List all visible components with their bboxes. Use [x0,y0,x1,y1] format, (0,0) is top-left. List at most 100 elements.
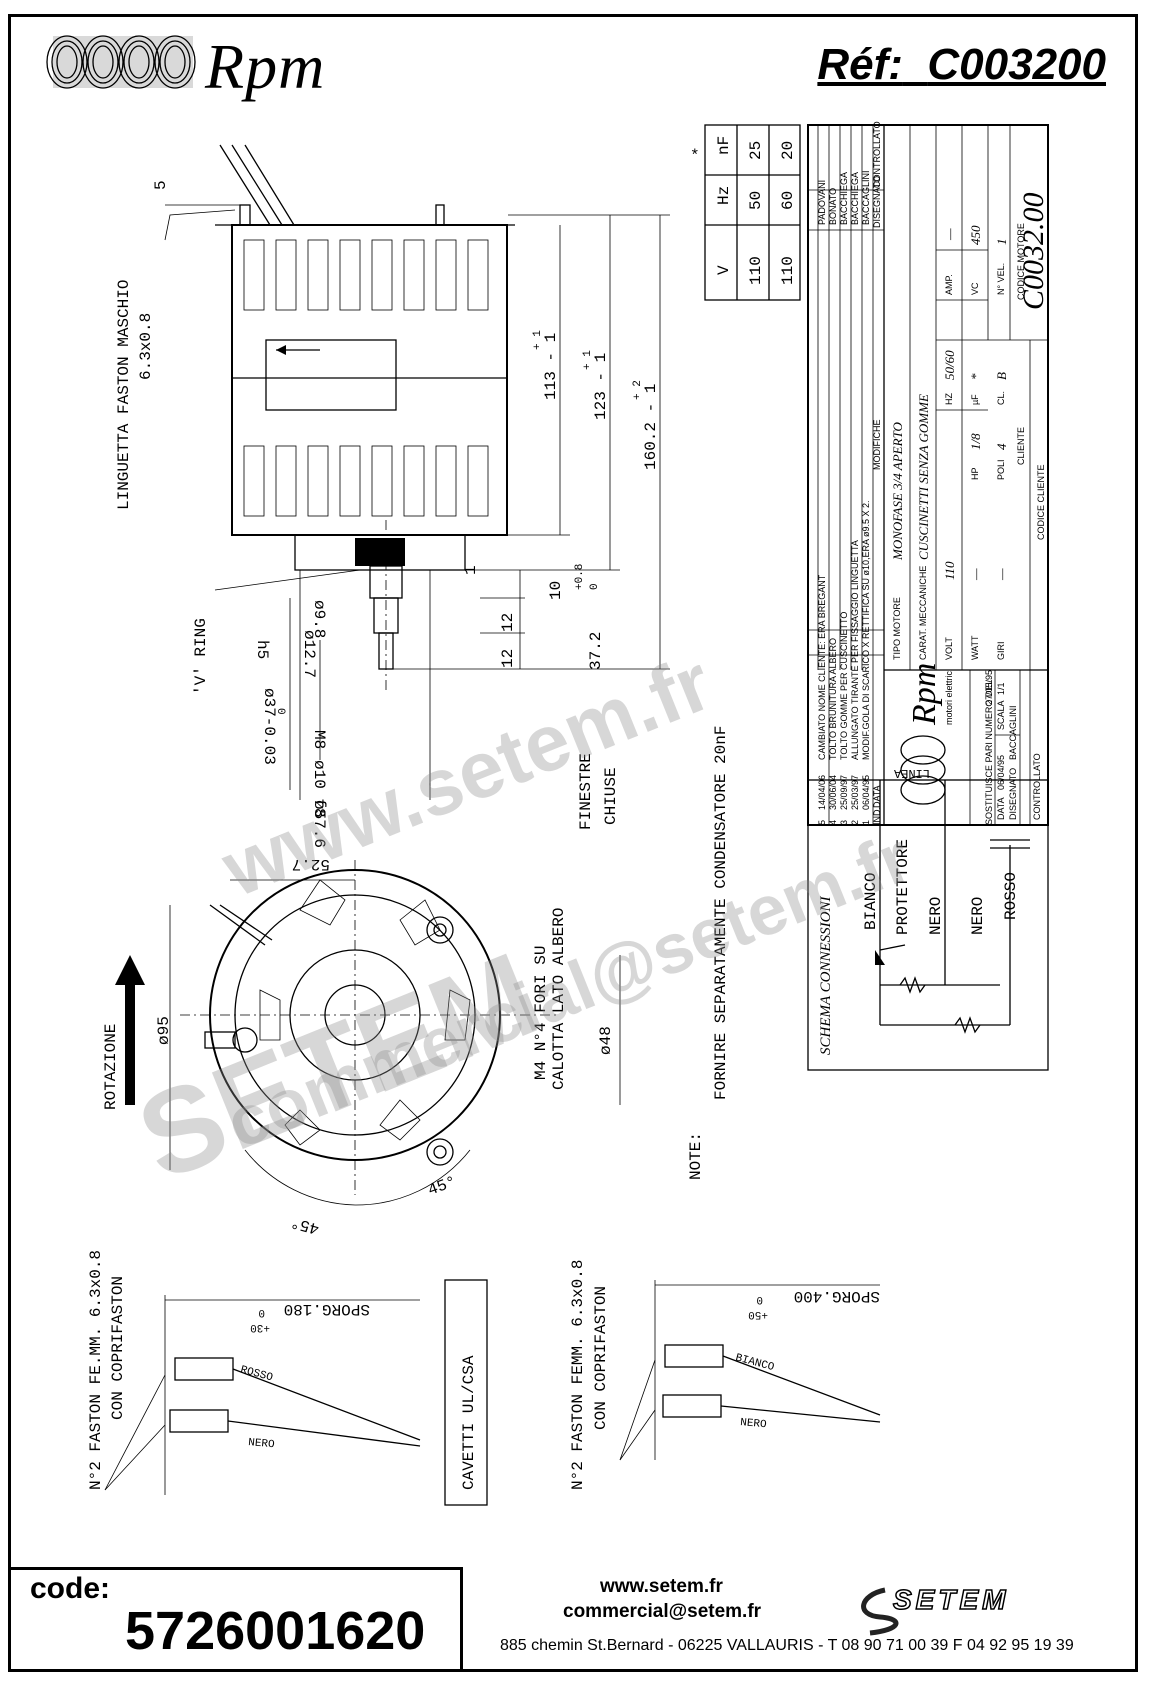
front-view-labels: 52.7 M4 N°4 FORI SU CALOTTA LATO ALBERO … [102,726,730,1238]
freq-header-hz: Hz [715,186,733,205]
schema-bianco: BIANCO [862,872,880,930]
dim-10: 10 [547,581,565,600]
rev-n: 4 [828,820,838,825]
rev-date: 06/04/95 [861,775,871,810]
vel-label: N° VEL. [996,263,1006,295]
rev-head-desc: MODIFICHE [872,420,882,471]
rev-by: BACCHIEGA [850,172,860,225]
dim-37-2-tol2: 0 [589,583,601,590]
dia-12-7: ø12.7 [300,630,318,678]
schema-protettore: PROTETTORE [894,839,912,935]
sostituisce-date: 27/05/95 [984,670,994,705]
rev-head-by-a: DISEGNATO [872,176,882,228]
angle-45-b: 45° [289,1213,321,1238]
title-block-brand: Rpm [906,663,943,726]
wiring-schema: SCHEMA CONNESSIONI LINEA BIANCO PROTETTO… [807,766,1049,1071]
sostituisce-label: SOSTITUISCE PARI NUMERO DEL [984,680,994,825]
rotazione-label: ROTAZIONE [102,1024,120,1110]
dia-48: ø48 [597,1026,615,1055]
rev-n: 2 [850,820,860,825]
footer-mail[interactable]: commercial@setem.fr [563,1601,762,1622]
linguetta-label: LINGUETTA FASTON MASCHIO [115,280,133,510]
fori-label-2: CALOTTA LATO ALBERO [550,908,568,1090]
freq-cell: 50 [747,191,765,210]
dia-95: ø95 [155,1016,173,1045]
dim-123-tol: + 1 [582,350,594,370]
chiuse-label: CHIUSE [602,767,620,825]
rev-desc: ALLUNGATO TIRANTE PER FISSAGGIO LINGUETT… [850,540,860,760]
freq-cell: 60 [779,191,797,210]
linguetta-size: 6.3x0.8 [137,313,155,380]
sporg-1: SPORG.180 [284,1300,370,1318]
amp-value: — [942,228,957,241]
rev-head-by-b: CONTROLLATO [872,121,882,188]
vc-value: 450 [968,225,983,245]
disegnato-value: BACCAGLINI [1008,705,1018,760]
data-label: DATA [996,797,1006,820]
title-block: 5 14/04/06 CAMBIATO NOME CLIENTE: ERA BR… [807,121,1050,826]
watt-value: — [968,568,983,581]
dim-52-7: 52.7 [292,855,330,873]
sporg-1-tol: +30 [250,1321,270,1333]
rev-desc: TOLTO GOMME PER CUSCINETTO [839,612,849,760]
dia-37: ø37-0.03 [260,688,278,765]
codice-cliente-label: CODICE CLIENTE [1036,464,1046,540]
dia-37-tol: 0 [274,708,286,715]
volt-label: VOLT [944,637,954,660]
vc-label: VC [970,282,980,295]
rev-head-date: DATA [872,785,882,808]
scala-value: 1/1 [996,682,1006,695]
disegnato-label: DISEGNATO [1008,768,1018,820]
dim-5: 5 [152,180,170,190]
dim-37-2: 37.2 [587,632,605,670]
faston-1b-label: CON COPRIFASTON [109,1276,127,1420]
angle-45-a: 45° [426,1173,459,1200]
rpm-coil-logo [46,35,196,89]
schema-nero-1: NERO [927,897,945,935]
freq-cell: 110 [747,256,765,285]
rev-by: BACCAGLINI [861,170,871,225]
amp-label: AMP. [944,274,954,295]
sporg-2: SPORG.400 [794,1287,880,1305]
faston-left: N°2 FASTON FE.MM. 6.3x0.8 CON COPRIFASTO… [87,1250,488,1506]
h5-label: h5 [253,640,271,659]
motor-front-view [115,860,621,1206]
frequency-table: * V Hz nF 110 50 25 110 60 20 [690,124,801,301]
side-view-labels: LINGUETTA FASTON MASCHIO 6.3x0.8 5 113 -… [115,180,660,848]
carat-value: CUSCINETTI SENZA GOMME [916,394,931,560]
freq-header-nf: nF [715,136,733,155]
freq-cell: 20 [779,141,797,160]
m8-label: M8 [310,730,328,749]
rev-date: 25/09/97 [839,775,849,810]
rev-n: 1 [861,820,871,825]
setem-logo-swirl [861,1587,899,1636]
brand-logo: Rpm [205,31,326,102]
schema-nero-2: NERO [969,897,987,935]
faston-2b-label: CON COPRIFASTON [592,1286,610,1430]
tipo-motore-label: TIPO MOTORE [892,597,902,660]
dim-37-2-tol: +0.8 [574,564,586,590]
rev-desc: MODIF.GOLA DI SCARICO X RETTIFICA SU ø10… [861,500,871,760]
watt-label: WATT [970,635,980,660]
footer-web[interactable]: www.setem.fr [600,1576,723,1597]
motor-side-view [164,144,670,800]
dim-113-tol: + 1 [532,330,544,350]
faston-right: N°2 FASTON FEMM. 6.3x0.8 CON COPRIFASTON… [569,1260,881,1490]
note-text: FORNIRE SEPARATAMENTE CONDENSATORE 20nF [712,726,730,1100]
sporg-2-tol: +50 [748,1308,768,1320]
vel-value: 1 [994,239,1009,246]
freq-cell: 25 [747,141,765,160]
carat-label: CARAT. MECCANICHE [918,566,928,660]
footer-address: 885 chemin St.Bernard - 06225 VALLAURIS … [500,1637,1074,1654]
scala-label: SCALA [996,700,1006,730]
rev-n: 3 [839,820,849,825]
code-box [8,1567,463,1672]
dim-12b: 12 [499,649,517,668]
controllato-label: CONTROLLATO [1032,753,1042,820]
dim-12a: 12 [499,613,517,632]
dim-160-tol: + 2 [632,380,644,400]
v-ring-label: 'V' RING [192,618,210,695]
hz-value: 50/60 [942,350,957,380]
dim-1: 1 [462,565,480,575]
